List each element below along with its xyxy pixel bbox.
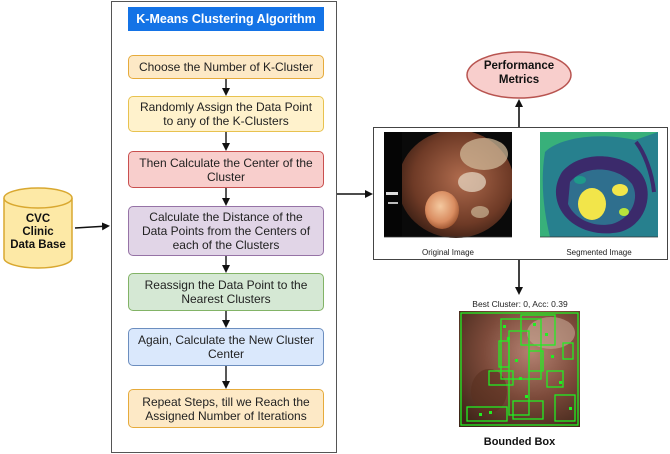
bounded-box-image bbox=[459, 311, 580, 427]
metrics-ellipse bbox=[466, 51, 572, 99]
database-label-line: Data Base bbox=[10, 239, 66, 251]
database-cylinder: CVC Clinic Data Base bbox=[2, 186, 74, 272]
algorithm-panel bbox=[111, 1, 337, 453]
step-calc-distance: Calculate the Distance of the Data Point… bbox=[128, 206, 324, 256]
step-repeat: Repeat Steps, till we Reach the Assigned… bbox=[128, 389, 324, 428]
step-random-assign: Randomly Assign the Data Point to any of… bbox=[128, 96, 324, 132]
database-label-line: Clinic bbox=[22, 226, 54, 238]
metrics-label-line: Performance bbox=[483, 60, 555, 72]
step-choose-k: Choose the Number of K-Cluster bbox=[128, 55, 324, 79]
metrics-label-line: Metrics bbox=[498, 74, 540, 86]
step-calc-center: Then Calculate the Center of the Cluster bbox=[128, 151, 324, 188]
original-image-plot bbox=[384, 132, 512, 238]
best-cluster-label: Best Cluster: 0, Acc: 0.39 bbox=[472, 299, 568, 309]
arrow-db-to-algorithm bbox=[74, 222, 110, 231]
algorithm-title: K-Means Clustering Algorithm bbox=[128, 7, 324, 31]
original-image-caption: Original Image bbox=[421, 248, 475, 257]
step-new-center: Again, Calculate the New Cluster Center bbox=[128, 328, 324, 366]
cylinder-shape bbox=[3, 187, 73, 269]
database-label-line: CVC bbox=[25, 213, 51, 225]
step-reassign: Reassign the Data Point to the Nearest C… bbox=[128, 273, 324, 311]
segmented-image-plot bbox=[540, 132, 658, 238]
segmented-image-caption: Segmented Image bbox=[566, 248, 632, 257]
performance-metrics: Performance Metrics bbox=[465, 50, 573, 100]
bounded-box-label: Bounded Box bbox=[483, 436, 556, 448]
